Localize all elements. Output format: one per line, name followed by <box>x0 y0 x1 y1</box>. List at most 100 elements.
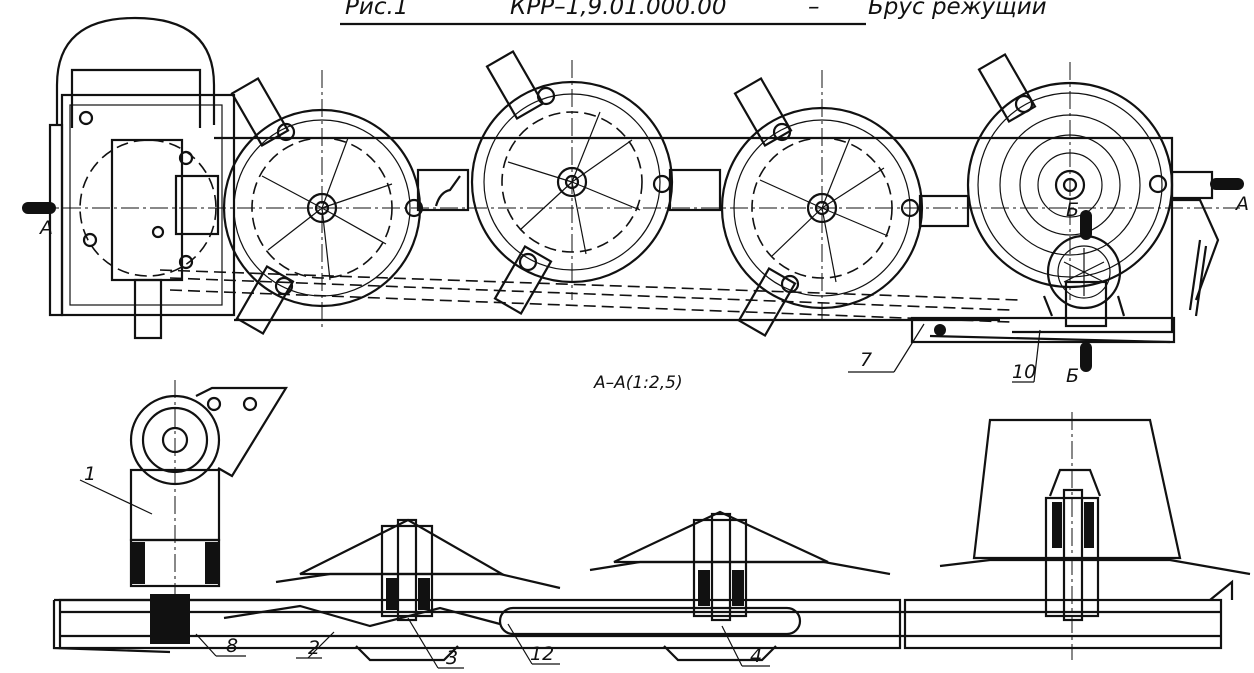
callout-2: 2 <box>308 637 320 659</box>
callout-12: 12 <box>530 643 554 665</box>
bolt <box>536 86 556 106</box>
hub-shaft <box>396 518 418 622</box>
beam-section <box>58 598 902 650</box>
section-arrow-b-top <box>1080 210 1092 240</box>
bolt <box>178 254 194 270</box>
callout-3: 3 <box>446 647 458 669</box>
beam-hidden-line-3 <box>159 269 1021 301</box>
knife-disc <box>275 572 561 590</box>
hub-body <box>380 524 434 618</box>
bolt <box>518 252 538 272</box>
knife-holder <box>485 50 545 120</box>
knife-holder <box>493 245 553 315</box>
bearing-hatch <box>1063 248 1105 296</box>
hub-section-2 <box>589 510 891 662</box>
knife-holder <box>230 77 290 147</box>
leader-line <box>407 617 439 669</box>
bolt <box>242 396 258 412</box>
bolt <box>276 122 296 142</box>
hub-cone <box>299 518 507 576</box>
rotor-2 <box>470 50 674 315</box>
callout-10: 10 <box>1012 361 1036 383</box>
rotor-4 <box>966 53 1174 300</box>
section-arrow-a-right <box>1210 178 1244 190</box>
bolt <box>1148 174 1168 194</box>
callout-1: 1 <box>84 463 96 485</box>
gearbox-cover-outline <box>55 16 216 125</box>
link-clip <box>434 175 461 207</box>
rotor-hub <box>556 166 588 198</box>
gearbox-output-shaft <box>133 278 163 340</box>
figure-number: Рис.1 <box>345 0 408 20</box>
cone-section <box>972 418 1182 560</box>
rotor-ribs <box>261 137 393 281</box>
section-view: 1 <box>52 380 1251 669</box>
bolt <box>151 225 165 239</box>
bolt <box>274 276 294 296</box>
gearbox-cover-inner <box>70 68 202 128</box>
section-mark-a-right: А <box>1234 193 1249 215</box>
bearing-inner <box>1057 245 1111 299</box>
leader-line <box>195 633 217 657</box>
bolt <box>772 122 792 142</box>
callout-8: 8 <box>226 635 238 657</box>
drawing-name: Брус режущий <box>868 0 1047 20</box>
section-fill <box>698 570 710 606</box>
beam-outline <box>214 136 1174 334</box>
bolt <box>178 150 194 166</box>
section-arrow-a-left <box>22 202 56 214</box>
drive-gear <box>150 594 190 644</box>
section-fill <box>131 542 145 584</box>
section-fill <box>418 578 430 610</box>
side-plate-edge <box>1188 239 1208 317</box>
bolt <box>82 232 98 248</box>
gearbox-side-flange <box>174 174 220 236</box>
section-fill <box>205 542 219 584</box>
section-fill <box>732 570 744 606</box>
section-mark-b-bottom: Б <box>1066 365 1079 387</box>
knife-holder <box>737 267 797 337</box>
callout-7: 7 <box>860 349 872 371</box>
hub-body <box>692 518 748 618</box>
leader-line <box>79 479 153 515</box>
rotor-ribs <box>507 111 641 255</box>
lower-plate <box>910 316 1176 344</box>
bolt <box>1014 94 1034 114</box>
bolt <box>780 274 800 294</box>
lower-plate-edge <box>929 334 1171 344</box>
drive-belt <box>498 606 802 636</box>
side-bracket <box>1170 170 1214 200</box>
beam-hidden-line-2 <box>169 289 1011 323</box>
beam-end-cap <box>1209 579 1234 601</box>
hub-section-1 <box>275 518 561 662</box>
leader-line <box>507 623 533 665</box>
rotor-link <box>668 168 722 212</box>
rotor-link <box>918 194 970 228</box>
hub-bottom-cap <box>663 645 777 662</box>
bearing-stem <box>1064 280 1108 328</box>
knife-disc <box>589 560 891 576</box>
rotor-link <box>416 168 470 212</box>
leader-line <box>893 323 925 373</box>
hub-shaft <box>710 512 732 622</box>
cone-top <box>1048 468 1102 497</box>
gearbox-housing <box>60 93 236 317</box>
top-view: А А Б Б 7 10 <box>22 16 1249 387</box>
beam-hidden-line-1 <box>169 277 1011 311</box>
section-fill <box>1052 502 1062 548</box>
knife-holder <box>733 77 793 147</box>
leader-line <box>1033 329 1041 383</box>
side-plate <box>1172 198 1220 301</box>
rotor-3 <box>720 70 924 337</box>
drawing-code: КРР–1,9.01.000.00 <box>510 0 727 20</box>
section-fill <box>386 578 398 610</box>
section-mark-b-top: Б <box>1066 199 1079 221</box>
bearing-housing <box>1042 234 1126 328</box>
knife-holder <box>977 53 1037 123</box>
knife-disc <box>939 558 1251 576</box>
drawing-title: Рис.1 КРР–1,9.01.000.00 – Брус режущий <box>340 0 1047 26</box>
section-mark-a-left: А <box>38 217 53 239</box>
pin <box>934 324 946 336</box>
hub-bottom-cap <box>355 645 459 662</box>
bolt <box>78 110 94 126</box>
